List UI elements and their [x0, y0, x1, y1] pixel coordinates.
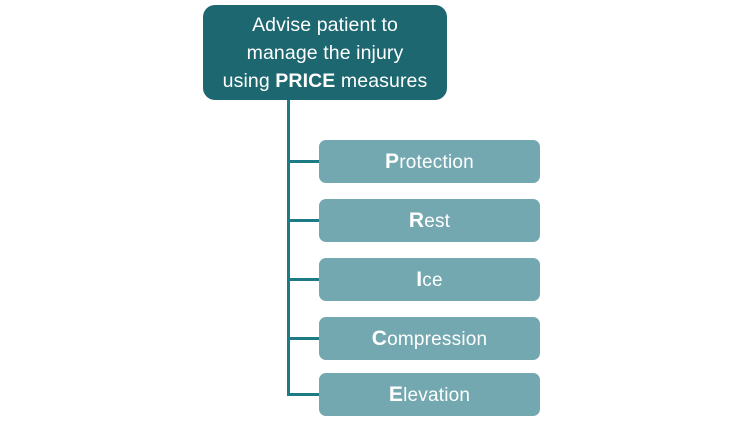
- child-rest-ice: ce: [422, 269, 443, 291]
- root-emphasis-price: PRICE: [275, 69, 336, 92]
- child-initial-i: I: [416, 267, 423, 291]
- root-line-3-suffix: measures: [335, 69, 428, 92]
- child-rest-compression: ompression: [387, 328, 488, 350]
- child-node-ice: Ice: [319, 258, 540, 301]
- child-node-rest: Rest: [319, 199, 540, 242]
- connector-trunk: [287, 100, 290, 396]
- root-line-1: Advise patient to: [252, 13, 398, 36]
- child-node-compression: Compression: [319, 317, 540, 360]
- child-initial-c: C: [371, 326, 388, 350]
- root-line-2: manage the injury: [246, 41, 404, 64]
- connector-branch-1: [287, 160, 320, 163]
- child-initial-p: P: [385, 149, 400, 173]
- connector-branch-3: [287, 278, 320, 281]
- child-node-compression-label: Compression: [372, 327, 488, 351]
- child-rest-rest: est: [424, 210, 451, 232]
- connector-branch-2: [287, 219, 320, 222]
- child-node-elevation: Elevation: [319, 373, 540, 416]
- child-node-rest-label: Rest: [409, 209, 450, 233]
- root-line-3-prefix: using: [222, 69, 276, 92]
- root-node-advise-patient: Advise patient to manage the injury usin…: [203, 5, 447, 100]
- child-rest-protection: rotection: [399, 151, 474, 173]
- root-node-text: Advise patient to manage the injury usin…: [223, 11, 428, 95]
- child-node-ice-label: Ice: [416, 268, 443, 292]
- child-initial-e: E: [388, 382, 404, 406]
- connector-branch-5: [287, 393, 320, 396]
- child-node-elevation-label: Elevation: [389, 383, 470, 407]
- child-node-protection-label: Protection: [385, 150, 474, 174]
- child-node-protection: Protection: [319, 140, 540, 183]
- child-initial-r: R: [408, 208, 425, 232]
- connector-branch-4: [287, 337, 320, 340]
- child-rest-elevation: levation: [403, 384, 471, 406]
